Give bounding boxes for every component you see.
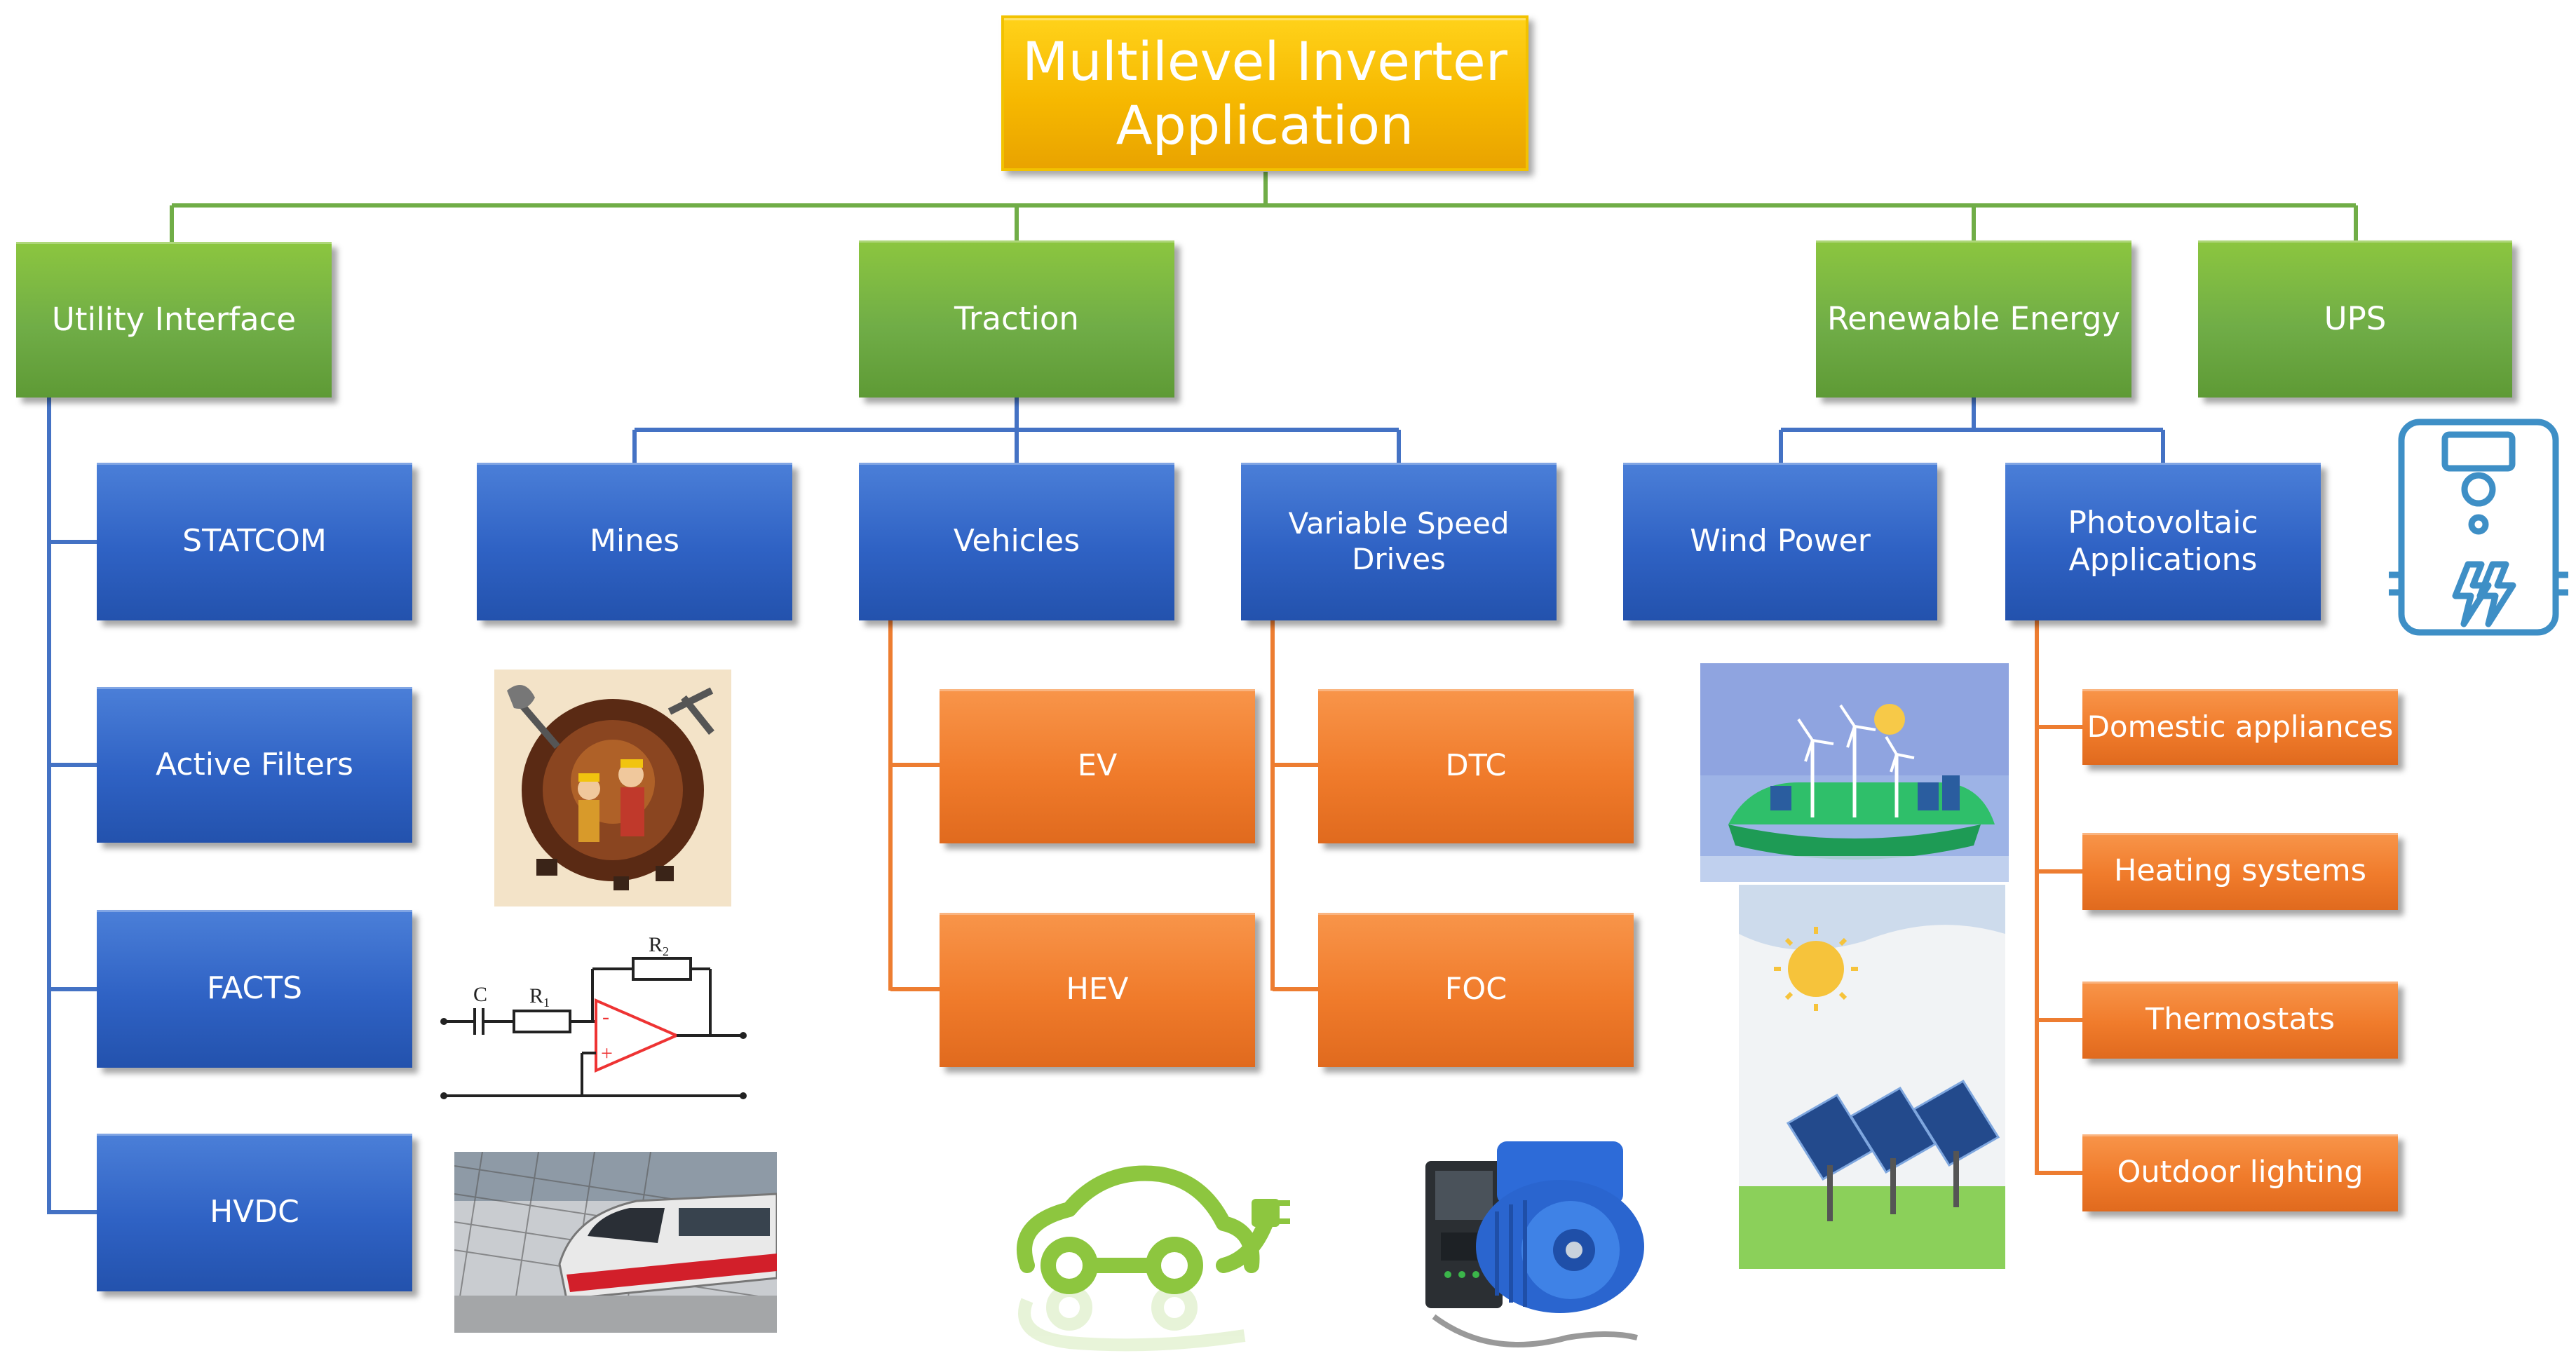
node-domestic-appliances-label: Domestic appliances (2087, 709, 2394, 744)
node-wind-power: Wind Power (1623, 463, 1937, 620)
root-label-line1: Multilevel Inverter (1022, 29, 1507, 93)
node-hev-label: HEV (1066, 972, 1129, 1007)
category-renewable-energy: Renewable Energy (1816, 240, 2131, 398)
opamp-plus-label: + (601, 1042, 613, 1065)
blue-connectors (47, 398, 2165, 1214)
node-facts-label: FACTS (206, 970, 303, 1007)
node-facts: FACTS (97, 910, 412, 1068)
node-statcom: STATCOM (97, 463, 412, 620)
node-active-filters-label: Active Filters (156, 746, 353, 782)
resistor1-label: R (529, 984, 543, 1007)
root-connectors (170, 172, 2358, 244)
node-heating-systems: Heating systems (2082, 833, 2398, 910)
node-vehicles-label: Vehicles (953, 523, 1080, 559)
node-domestic-appliances: Domestic appliances (2082, 689, 2398, 765)
electric-car-icon (1017, 1165, 1290, 1352)
node-wind-power-label: Wind Power (1690, 523, 1871, 559)
solar-panels-illustration (1739, 885, 2005, 1269)
node-foc: FOC (1318, 913, 1634, 1067)
node-ev: EV (940, 689, 1255, 843)
category-renewable-label: Renewable Energy (1826, 300, 2121, 337)
node-variable-speed-drives-label: Variable Speed Drives (1288, 506, 1510, 576)
node-variable-speed-drives: Variable Speed Drives (1241, 463, 1557, 620)
orange-connectors (888, 620, 2082, 1175)
resistor2-subscript: 2 (663, 944, 669, 958)
node-mines: Mines (477, 463, 792, 620)
category-ups-label: UPS (2324, 300, 2387, 337)
node-outdoor-lighting-label: Outdoor lighting (2117, 1155, 2364, 1190)
root-node: Multilevel Inverter Application (1001, 15, 1528, 171)
ups-device-icon (2389, 419, 2568, 636)
opamp-circuit-illustration: C R 1 R 2 - + (440, 933, 747, 1099)
node-ev-label: EV (1077, 748, 1118, 784)
node-hvdc-label: HVDC (210, 1194, 299, 1230)
miners-illustration (494, 670, 731, 906)
wind-farm-illustration (1700, 663, 2009, 882)
opamp-minus-label: - (602, 1005, 609, 1028)
resistor2-label: R (649, 933, 663, 956)
node-thermostats-label: Thermostats (2145, 1002, 2335, 1038)
resistor1-subscript: 1 (543, 996, 550, 1010)
node-photovoltaic-label-line1: Photovoltaic (2068, 504, 2258, 541)
node-hev: HEV (940, 913, 1255, 1067)
node-statcom-label: STATCOM (182, 523, 327, 559)
node-outdoor-lighting: Outdoor lighting (2082, 1134, 2398, 1211)
motor-drive-illustration (1425, 1141, 1644, 1347)
node-heating-systems-label: Heating systems (2113, 853, 2367, 889)
root-label-line2: Application (1116, 94, 1414, 156)
node-foc-label: FOC (1444, 972, 1507, 1007)
category-traction-label: Traction (954, 300, 1079, 337)
train-photo (454, 1152, 777, 1333)
node-dtc: DTC (1318, 689, 1634, 843)
node-active-filters: Active Filters (97, 687, 412, 843)
node-dtc-label: DTC (1445, 748, 1507, 784)
node-photovoltaic: Photovoltaic Applications (2005, 463, 2321, 620)
node-vehicles: Vehicles (859, 463, 1174, 620)
capacitor-label: C (473, 983, 487, 1006)
category-traction: Traction (859, 240, 1174, 398)
node-thermostats: Thermostats (2082, 982, 2398, 1059)
category-ups: UPS (2198, 240, 2512, 398)
category-utility-interface: Utility Interface (16, 242, 332, 398)
node-hvdc: HVDC (97, 1134, 412, 1291)
node-mines-label: Mines (589, 523, 680, 559)
node-photovoltaic-label-line2: Applications (2068, 541, 2258, 578)
category-utility-label: Utility Interface (51, 301, 297, 338)
